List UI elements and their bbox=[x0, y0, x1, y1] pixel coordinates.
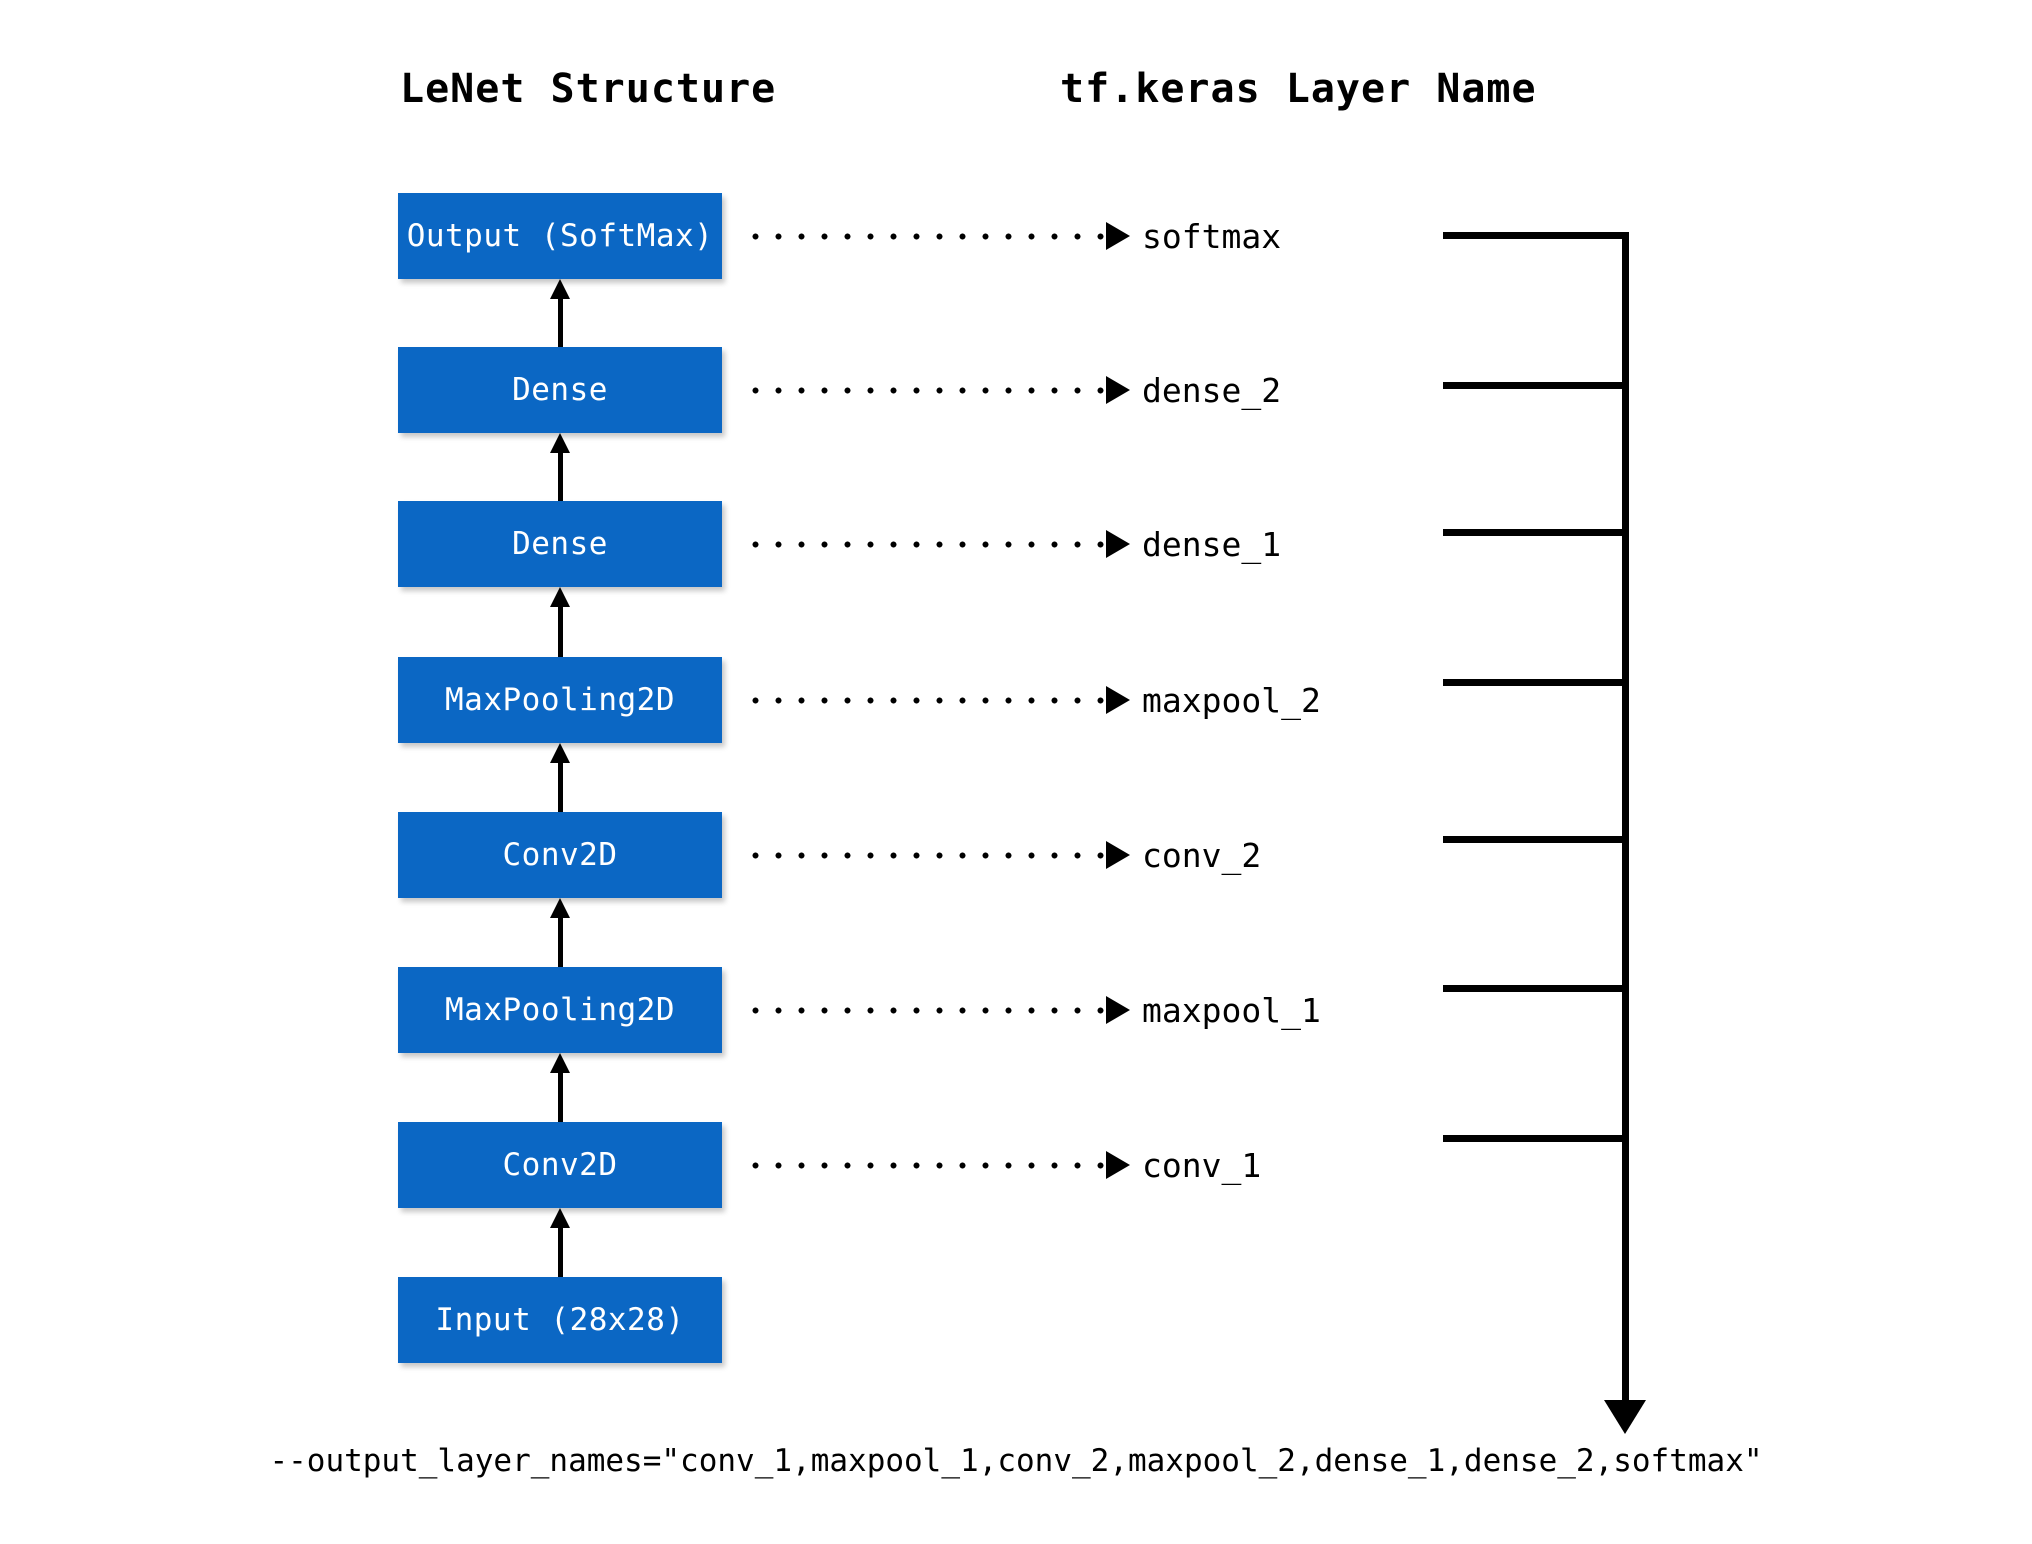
up-arrow-shaft bbox=[558, 293, 563, 347]
dotted-leader-line bbox=[744, 1006, 1104, 1014]
dotted-leader-line bbox=[744, 386, 1104, 394]
right-arrow-icon bbox=[1106, 530, 1130, 558]
layer-box[interactable]: Output (SoftMax) bbox=[398, 193, 722, 279]
layer-box[interactable]: MaxPooling2D bbox=[398, 967, 722, 1053]
layer-box-label: Input (28x28) bbox=[435, 1301, 685, 1338]
leader-row: maxpool_2 bbox=[744, 680, 1321, 720]
up-arrow-head-icon bbox=[550, 898, 570, 918]
up-arrow-shaft bbox=[558, 601, 563, 657]
layer-box[interactable]: Conv2D bbox=[398, 812, 722, 898]
layer-box[interactable]: MaxPooling2D bbox=[398, 657, 722, 743]
layer-box[interactable]: Dense bbox=[398, 501, 722, 587]
up-arrow-head-icon bbox=[550, 1053, 570, 1073]
bracket-tick bbox=[1443, 1135, 1629, 1142]
bracket-tick bbox=[1443, 836, 1629, 843]
up-arrow-icon bbox=[550, 743, 570, 812]
layer-box-label: Dense bbox=[512, 371, 608, 408]
right-arrow-icon bbox=[1106, 222, 1130, 250]
up-arrow-icon bbox=[550, 433, 570, 501]
leader-row: conv_2 bbox=[744, 835, 1261, 875]
bracket-tick bbox=[1443, 382, 1629, 389]
up-arrow-icon bbox=[550, 1053, 570, 1122]
bracket-down-arrow-icon bbox=[1604, 1400, 1646, 1434]
right-arrow-icon bbox=[1106, 996, 1130, 1024]
up-arrow-shaft bbox=[558, 1222, 563, 1277]
up-arrow-icon bbox=[550, 1208, 570, 1277]
bracket-tick bbox=[1443, 232, 1629, 239]
keras-layer-name: conv_2 bbox=[1142, 835, 1262, 875]
bracket-tick bbox=[1443, 679, 1629, 686]
layer-box-label: MaxPooling2D bbox=[445, 991, 675, 1028]
bracket-spine-line bbox=[1622, 232, 1629, 1407]
layer-box-label: Dense bbox=[512, 525, 608, 562]
cli-flag-caption: --output_layer_names="conv_1,maxpool_1,c… bbox=[269, 1443, 1763, 1479]
keras-layer-name: softmax bbox=[1142, 216, 1282, 256]
dotted-leader-line bbox=[744, 540, 1104, 548]
leader-row: dense_1 bbox=[744, 524, 1281, 564]
up-arrow-icon bbox=[550, 587, 570, 657]
column-heading-lenet-structure: LeNet Structure bbox=[400, 66, 777, 112]
layer-box-label: Conv2D bbox=[502, 836, 618, 873]
layer-box-label: Output (SoftMax) bbox=[406, 217, 714, 254]
up-arrow-head-icon bbox=[550, 433, 570, 453]
up-arrow-shaft bbox=[558, 1067, 563, 1122]
up-arrow-icon bbox=[550, 898, 570, 967]
keras-layer-name: dense_2 bbox=[1142, 370, 1282, 410]
right-arrow-icon bbox=[1106, 841, 1130, 869]
layer-box[interactable]: Input (28x28) bbox=[398, 1277, 722, 1363]
keras-layer-name: maxpool_1 bbox=[1142, 990, 1321, 1030]
layer-box-label: Conv2D bbox=[502, 1146, 618, 1183]
keras-layer-name: dense_1 bbox=[1142, 524, 1282, 564]
up-arrow-head-icon bbox=[550, 1208, 570, 1228]
keras-layer-name: maxpool_2 bbox=[1142, 680, 1321, 720]
dotted-leader-line bbox=[744, 232, 1104, 240]
dotted-leader-line bbox=[744, 696, 1104, 704]
layer-box[interactable]: Dense bbox=[398, 347, 722, 433]
layer-box[interactable]: Conv2D bbox=[398, 1122, 722, 1208]
leader-row: maxpool_1 bbox=[744, 990, 1321, 1030]
leader-row: softmax bbox=[744, 216, 1281, 256]
up-arrow-shaft bbox=[558, 757, 563, 812]
dotted-leader-line bbox=[744, 1161, 1104, 1169]
up-arrow-head-icon bbox=[550, 279, 570, 299]
column-heading-keras-layer-name: tf.keras Layer Name bbox=[1060, 66, 1537, 112]
up-arrow-shaft bbox=[558, 447, 563, 501]
right-arrow-icon bbox=[1106, 1151, 1130, 1179]
bracket-tick bbox=[1443, 529, 1629, 536]
up-arrow-shaft bbox=[558, 912, 563, 967]
keras-layer-name: conv_1 bbox=[1142, 1145, 1262, 1185]
layer-box-label: MaxPooling2D bbox=[445, 681, 675, 718]
up-arrow-head-icon bbox=[550, 587, 570, 607]
leader-row: dense_2 bbox=[744, 370, 1281, 410]
up-arrow-icon bbox=[550, 279, 570, 347]
dotted-leader-line bbox=[744, 851, 1104, 859]
up-arrow-head-icon bbox=[550, 743, 570, 763]
leader-row: conv_1 bbox=[744, 1145, 1261, 1185]
bracket-tick bbox=[1443, 985, 1629, 992]
right-arrow-icon bbox=[1106, 376, 1130, 404]
right-arrow-icon bbox=[1106, 686, 1130, 714]
